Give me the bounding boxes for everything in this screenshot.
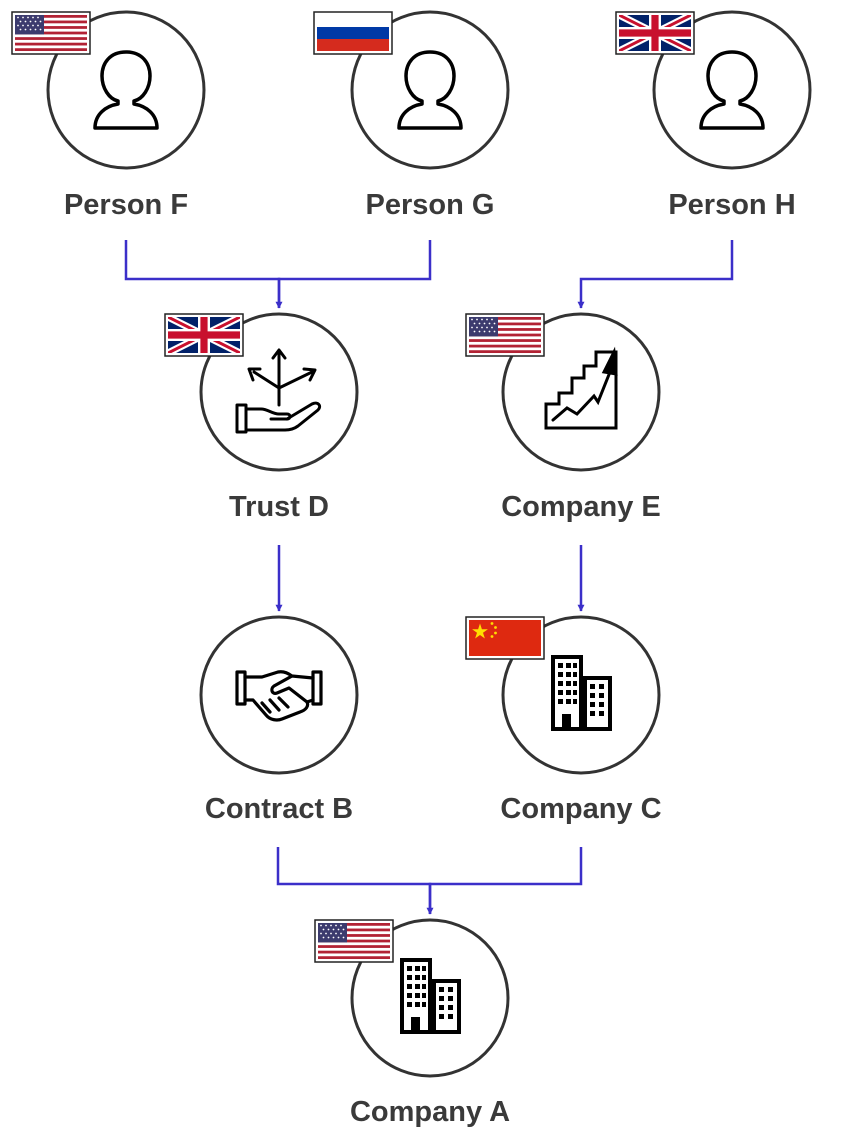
gb-flag-icon <box>615 11 695 55</box>
label-person-f: Person F <box>63 189 189 221</box>
edge-person-g-to-trust-d <box>275 240 432 309</box>
gb-flag-icon <box>164 313 244 357</box>
node-person-g[interactable] <box>313 10 510 170</box>
label-company-e: Company E <box>501 491 661 523</box>
node-company-c[interactable] <box>465 615 661 775</box>
us-flag-icon <box>11 11 91 55</box>
building-icon <box>551 655 612 731</box>
cn-flag-icon <box>465 616 545 660</box>
node-person-h[interactable] <box>615 10 812 170</box>
label-contract-b: Contract B <box>204 793 354 825</box>
label-company-a: Company A <box>349 1096 511 1128</box>
node-company-a[interactable] <box>314 918 510 1078</box>
edge-contract-b-to-company-a <box>276 847 432 914</box>
growth-chart-icon <box>544 346 618 430</box>
label-trust-d: Trust D <box>229 491 329 523</box>
trust-hand-icon <box>235 348 322 434</box>
edge-person-f-to-trust-d <box>124 240 281 308</box>
label-company-c: Company C <box>500 793 662 825</box>
edge-company-c-to-company-a <box>426 847 583 915</box>
ru-flag-icon <box>313 11 393 55</box>
building-icon <box>400 958 461 1034</box>
node-contract-b[interactable] <box>199 615 359 775</box>
us-flag-icon <box>465 313 545 357</box>
node-trust-d[interactable] <box>164 312 359 472</box>
person-icon <box>699 50 765 130</box>
node-person-f[interactable] <box>11 10 206 170</box>
us-flag-icon <box>314 919 394 963</box>
handshake-icon <box>235 670 323 722</box>
person-icon <box>397 50 463 130</box>
edge-person-h-to-company-e <box>577 240 734 309</box>
person-icon <box>93 50 159 130</box>
label-person-h: Person H <box>668 189 796 221</box>
node-company-e[interactable] <box>465 312 661 472</box>
label-person-g: Person G <box>365 189 495 221</box>
